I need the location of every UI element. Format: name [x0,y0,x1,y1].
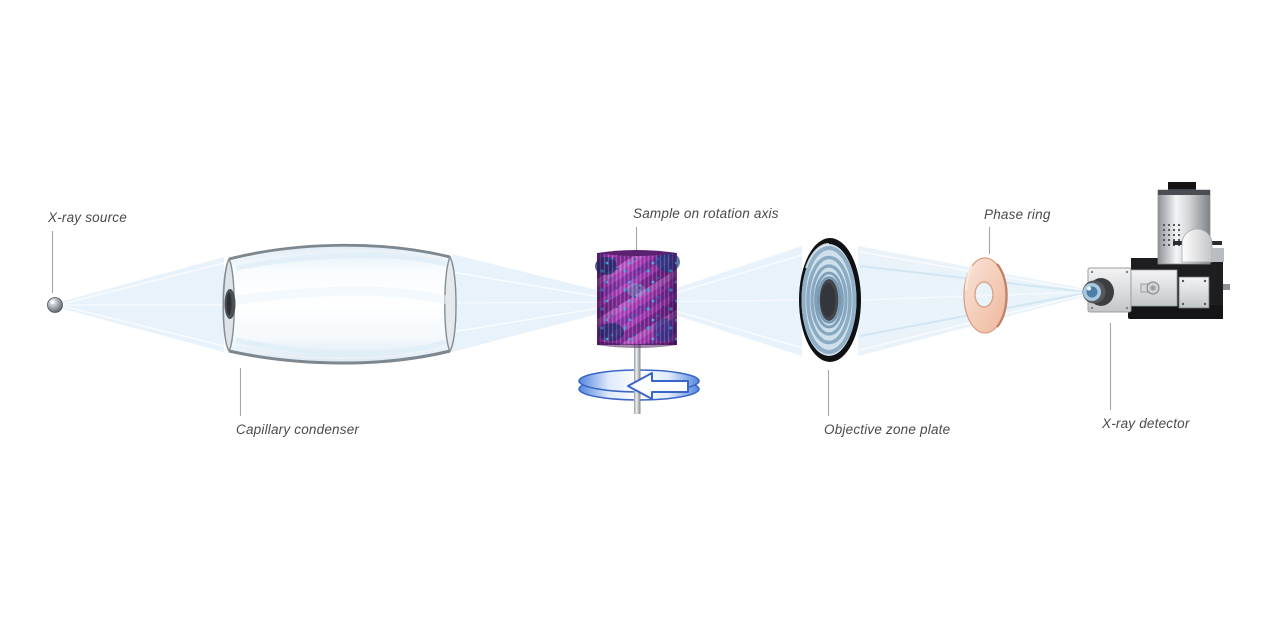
phase-ring [963,257,1008,334]
label-xray-detector: X-ray detector [1102,416,1190,431]
rotation-axis-assembly [578,340,700,414]
objective-zone-plate [799,238,861,362]
xray-beam-path [60,246,1087,356]
label-objective-zone-plate: Objective zone plate [824,422,951,437]
label-capillary-condenser: Capillary condenser [236,422,360,437]
xray-source-sphere [47,297,63,313]
label-xray-source: X-ray source [48,210,127,225]
label-sample-on-rotation-axis: Sample on rotation axis [633,206,779,221]
leader-lines [51,227,1112,416]
xray-detector [1082,182,1230,319]
sample-cylinder [595,250,680,348]
label-phase-ring: Phase ring [984,207,1051,222]
detector-camera [1082,267,1132,313]
capillary-condenser [222,243,457,365]
detector-dome-motor [1173,228,1224,263]
rotation-arrow [627,372,689,400]
rotation-axis-rod [634,340,641,414]
